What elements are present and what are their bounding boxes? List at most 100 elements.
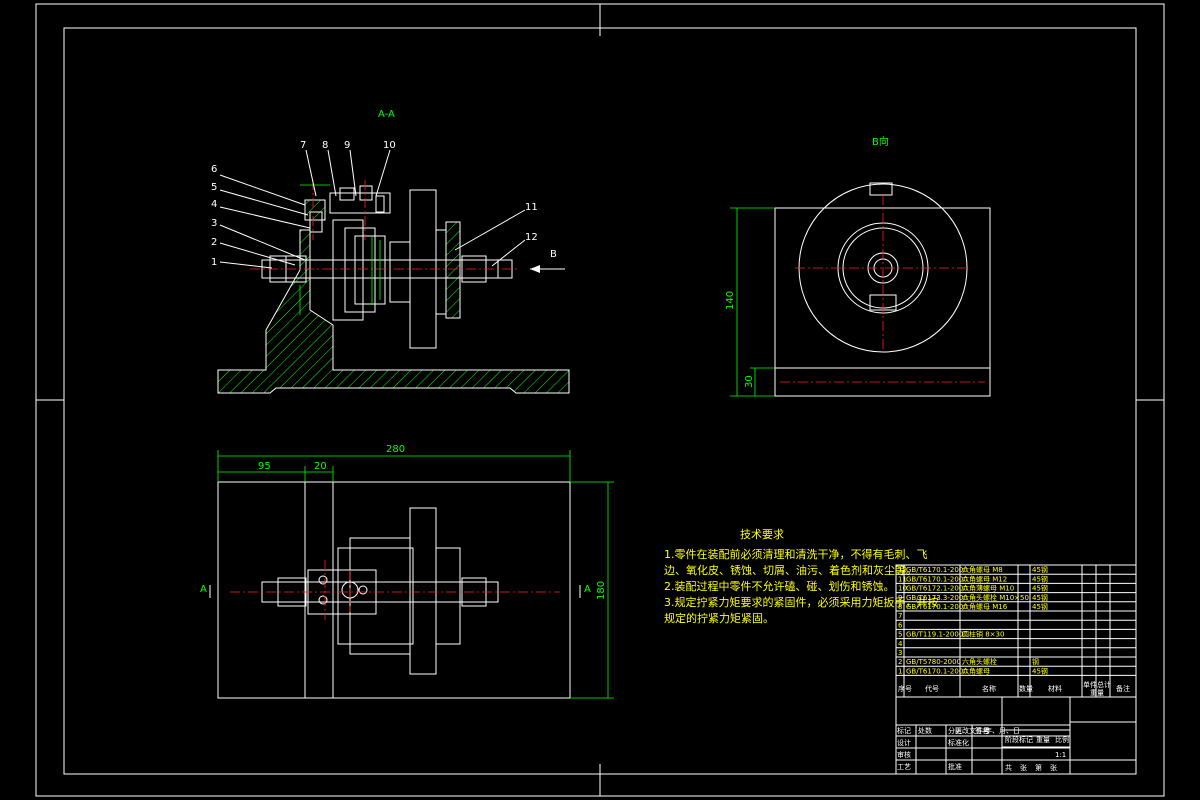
parts-header-unit: 单件 bbox=[1083, 680, 1097, 689]
parts-cell-code: GB/T119.1-2000 bbox=[906, 631, 963, 639]
tech-req-line-2: 边、氧化皮、锈蚀、切屑、油污、着色剂和灰尘等。 bbox=[664, 563, 917, 577]
callout-7: 7 bbox=[300, 140, 306, 151]
section-view-title: A-A bbox=[378, 109, 395, 120]
callout-10: 10 bbox=[383, 140, 396, 151]
parts-cell-no: 4 bbox=[898, 640, 903, 648]
parts-cell-name: 六角螺母 M16 bbox=[962, 602, 1008, 611]
tb-label-scale: 比例 bbox=[1055, 735, 1069, 744]
plan-base bbox=[217, 481, 571, 699]
parts-header-code: 代号 bbox=[925, 684, 939, 693]
parts-cell-material: 45钢 bbox=[1032, 565, 1048, 574]
b-view: B向 140 30 bbox=[725, 135, 991, 397]
tech-req-line-5: 规定的拧紧力矩紧固。 bbox=[664, 611, 774, 625]
base-body bbox=[217, 229, 570, 394]
callout-12: 12 bbox=[525, 232, 538, 243]
parts-cell-no: 12 bbox=[898, 566, 907, 574]
parts-cell-material: 45钢 bbox=[1032, 584, 1048, 593]
parts-cell-name: 六角螺母 M12 bbox=[962, 574, 1007, 583]
parts-cell-code: GB/T6172.1-2000 bbox=[906, 585, 968, 593]
tech-req-line-4: 3.规定拧紧力矩要求的紧固件，必须采用力矩扳手，并按 bbox=[664, 595, 939, 609]
plan-view: 280 95 20 180 A A bbox=[200, 444, 614, 699]
callout-5: 5 bbox=[211, 182, 217, 193]
tb-label-design: 设计 bbox=[897, 738, 911, 747]
plan-dim-overall: 280 bbox=[386, 444, 405, 455]
parts-cell-code: GB/T6170.1-2000 bbox=[906, 575, 968, 583]
parts-cell-code: GB/T5780-2000 bbox=[906, 658, 961, 666]
parts-header-material: 材料 bbox=[1048, 684, 1062, 693]
plan-dim-height: 180 bbox=[596, 581, 607, 600]
parts-cell-no: 5 bbox=[898, 631, 902, 639]
tb-label-change: 更改文件号 bbox=[955, 726, 990, 735]
callout-4: 4 bbox=[211, 199, 217, 210]
tech-req-line-1: 1.零件在装配前必须清理和清洗干净，不得有毛刺、飞 bbox=[664, 547, 928, 561]
callout-11: 11 bbox=[525, 202, 538, 213]
parts-cell-name: 六角头螺栓 bbox=[962, 657, 997, 666]
tb-label-stage: 阶段标记 bbox=[1005, 735, 1033, 744]
section-view: A-A bbox=[211, 109, 570, 394]
parts-cell-no: 3 bbox=[898, 649, 902, 657]
parts-cell-material: 钢 bbox=[1032, 657, 1039, 666]
view-arrow-label: B bbox=[550, 249, 557, 260]
parts-cell-no: 1 bbox=[898, 667, 902, 675]
parts-cell-name: 六角头螺栓 M10×50 bbox=[962, 593, 1029, 602]
parts-header-weight: 重量 bbox=[1090, 689, 1104, 697]
parts-cell-material: 45钢 bbox=[1032, 574, 1048, 583]
callouts: 6 5 4 3 2 1 7 8 9 10 11 12 bbox=[211, 140, 538, 269]
tech-req-title: 技术要求 bbox=[740, 528, 784, 541]
parts-cell-no: 7 bbox=[898, 612, 902, 620]
b-dim-base: 30 bbox=[744, 375, 755, 388]
callout-6: 6 bbox=[211, 164, 217, 175]
callout-1: 1 bbox=[211, 257, 217, 268]
tb-label-total-sheets: 共 bbox=[1005, 763, 1012, 772]
plan-handwheel bbox=[409, 507, 437, 675]
plan-dim-mid: 20 bbox=[314, 461, 327, 472]
parts-header-no: 序号 bbox=[898, 684, 912, 693]
sheet-border bbox=[35, 3, 1165, 797]
parts-cell-name: 六角薄螺母 M10 bbox=[962, 584, 1014, 593]
tb-label-std: 标准化 bbox=[948, 738, 969, 747]
tb-label-sheet-no: 第 bbox=[1035, 763, 1042, 772]
callout-8: 8 bbox=[322, 140, 328, 151]
parts-header-remark: 备注 bbox=[1116, 684, 1130, 693]
parts-cell-material: 45钢 bbox=[1032, 666, 1048, 675]
parts-cell-name: 圆柱销 8×30 bbox=[962, 630, 1004, 639]
upright-block bbox=[332, 219, 364, 321]
title-block: 标记 处数 分区 更改文件号 签名 年、月、日 设计 标准化 审核 工艺 批准 … bbox=[895, 696, 1137, 775]
parts-cell-code: GB/T6170.1-2000 bbox=[906, 566, 968, 574]
parts-header-qty: 数量 bbox=[1019, 684, 1033, 693]
tb-scale-value: 1:1 bbox=[1055, 751, 1066, 759]
parts-header-total: 总计 bbox=[1097, 680, 1111, 689]
parts-cell-code: GB/T6170.1-2000 bbox=[906, 667, 968, 675]
parts-cell-material: 45钢 bbox=[1032, 602, 1048, 611]
parts-header-name: 名称 bbox=[982, 684, 996, 693]
tech-req-line-3: 2.装配过程中零件不允许磕、碰、划伤和锈蚀。 bbox=[664, 579, 895, 593]
callout-9: 9 bbox=[344, 140, 350, 151]
b-view-base bbox=[774, 367, 991, 397]
tb-label-approve: 批准 bbox=[948, 762, 962, 771]
parts-cell-name: 六角螺母 bbox=[962, 666, 990, 675]
parts-cell-no: 8 bbox=[898, 603, 902, 611]
section-mark-left: A bbox=[200, 584, 207, 595]
plan-upright bbox=[304, 481, 334, 699]
b-view-title: B向 bbox=[872, 135, 889, 148]
callout-3: 3 bbox=[211, 218, 217, 229]
plan-dim-left: 95 bbox=[258, 461, 271, 472]
parts-cell-material: 45钢 bbox=[1032, 593, 1048, 602]
parts-cell-no: 6 bbox=[898, 621, 903, 629]
tb-label-mark: 标记 bbox=[897, 726, 911, 735]
tb-label-sign: 签名 bbox=[975, 726, 989, 735]
tb-label-count: 处数 bbox=[918, 726, 932, 735]
parts-cell-code: GB/T6173.3-2000 bbox=[906, 594, 968, 602]
parts-cell-no: 9 bbox=[898, 594, 902, 602]
callout-2: 2 bbox=[211, 237, 217, 248]
tb-label-zone: 分区 bbox=[948, 726, 962, 735]
section-mark-right: A bbox=[584, 584, 591, 595]
tb-label-process: 工艺 bbox=[897, 763, 911, 771]
tb-label-date: 年、月、日 bbox=[985, 726, 1020, 735]
b-dim-height: 140 bbox=[725, 291, 736, 310]
tb-label-review: 审核 bbox=[897, 750, 911, 759]
parts-cell-name: 六角螺母 M8 bbox=[962, 565, 1003, 574]
tb-label-sheets: 张 bbox=[1020, 763, 1027, 772]
